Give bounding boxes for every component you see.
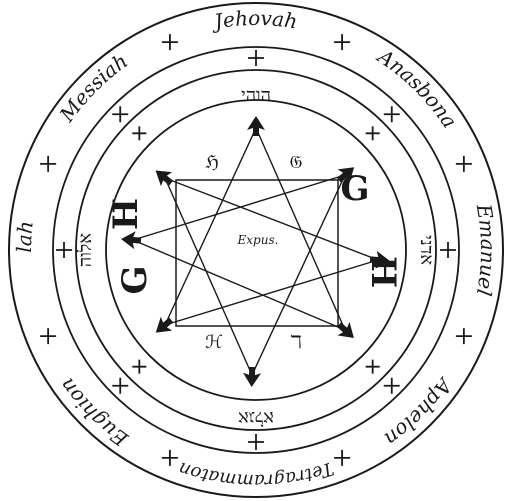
star-point-mark — [243, 367, 262, 388]
star-point-mark — [150, 163, 177, 190]
cross-icon — [112, 378, 128, 394]
cross-icon — [456, 328, 472, 344]
star-point-mark — [333, 318, 360, 345]
middle-crosses — [56, 50, 456, 450]
star-point-mark — [150, 313, 177, 340]
cross-icon — [384, 106, 400, 122]
inner-symbols: ℌ 𝔊 ℋ ℸ — [205, 152, 302, 353]
cross-icon — [334, 450, 350, 466]
inner-symbol-top-right: 𝔊 — [290, 152, 303, 173]
inner-ring — [106, 100, 406, 400]
cross-icon — [248, 434, 264, 450]
cross-icon — [162, 450, 178, 466]
cross-icon — [162, 34, 178, 50]
star-point-mark — [120, 230, 141, 250]
outer-name-top: Jehovah — [209, 6, 299, 34]
star-line — [165, 260, 378, 325]
star-point-mark — [247, 116, 265, 136]
cross-icon — [40, 156, 56, 172]
star-letter-left-lower: G — [115, 265, 155, 294]
inner-symbol-bottom-left: ℋ — [205, 332, 223, 353]
cross-icon — [334, 34, 350, 50]
star-line — [133, 175, 345, 240]
outer-name-right: Emanuel — [472, 201, 500, 298]
cross-icon — [456, 156, 472, 172]
cross-icon — [132, 360, 146, 374]
outer-name-left: Zelah — [0, 0, 38, 253]
octagram — [133, 128, 378, 375]
star-letters: H G H G — [106, 169, 403, 295]
inner-symbol-top-left: ℌ — [205, 152, 219, 173]
outer-name-upper-right: Anasbona — [372, 43, 462, 132]
cross-icon — [56, 242, 72, 258]
center-label: Expus. — [237, 233, 279, 247]
inner-name-bottom: אגלא — [238, 407, 274, 428]
cross-icon — [366, 126, 380, 140]
star-line — [133, 240, 345, 330]
star-letter-right-upper: G — [340, 169, 369, 209]
cross-icon — [366, 360, 380, 374]
star-letter-right-lower: H — [363, 256, 403, 288]
cross-icon — [132, 126, 146, 140]
cross-icon — [248, 50, 264, 66]
outer-ring-inner — [53, 47, 459, 453]
inner-symbol-bottom-right: ℸ — [290, 332, 302, 353]
inner-name-left: אלוה — [75, 233, 96, 267]
cross-icon — [40, 328, 56, 344]
cross-icon — [384, 378, 400, 394]
star-letter-left-upper: H — [106, 198, 146, 230]
inner-name-top: הוהי — [241, 85, 271, 106]
outer-name-bottom: Tetragrammaton — [176, 457, 336, 491]
cross-icon — [112, 106, 128, 122]
inner-name-right: אדני — [416, 235, 437, 265]
cross-icon — [440, 242, 456, 258]
